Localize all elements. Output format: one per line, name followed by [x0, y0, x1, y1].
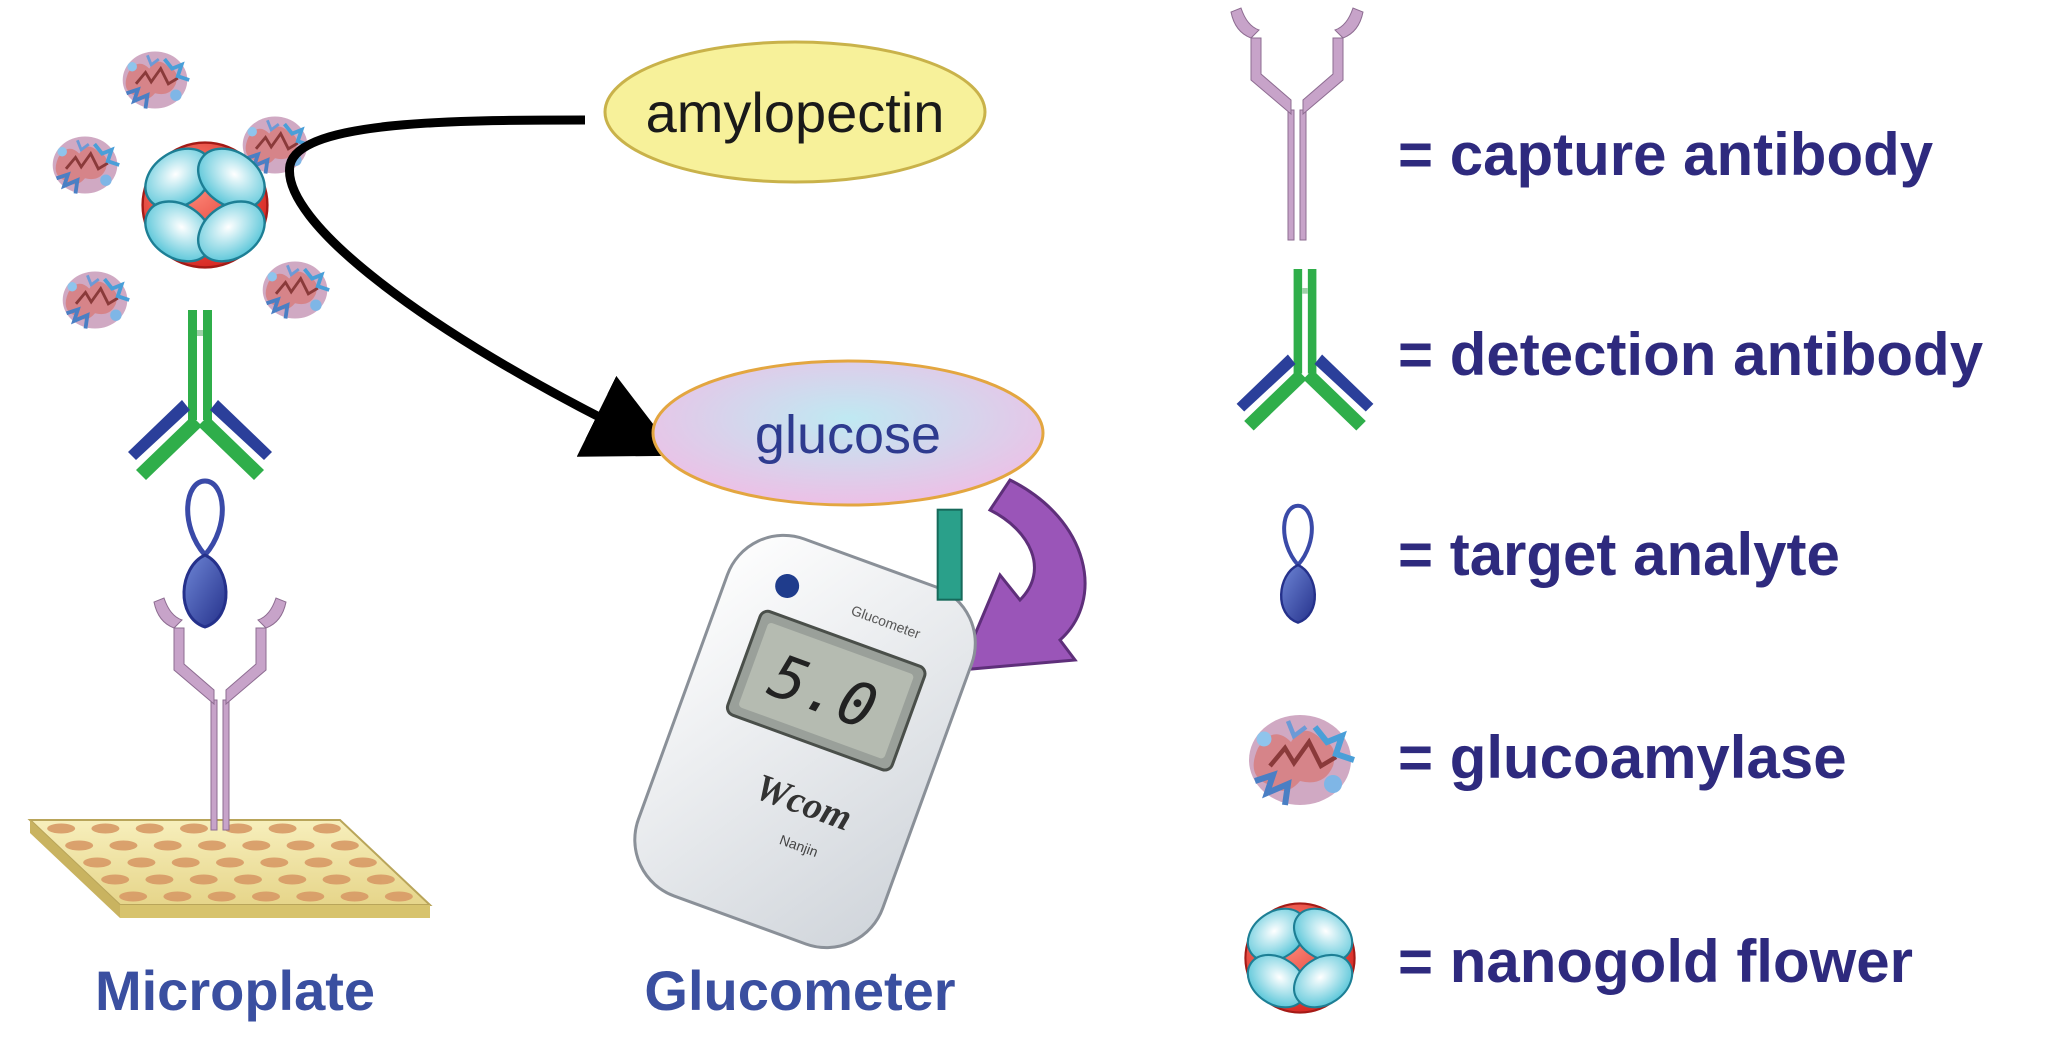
plate-well [83, 857, 112, 868]
plate-well [260, 857, 289, 868]
detection-antibody-icon [1236, 269, 1374, 431]
microplate-assembly [27, 49, 433, 918]
capture-antibody-icon [1230, 7, 1364, 241]
plate-well [171, 857, 200, 868]
plate-well [109, 840, 138, 851]
plate-well [366, 874, 395, 885]
plate-well [135, 823, 164, 834]
glucose-bubble: glucose [651, 359, 1045, 507]
plate-well [286, 840, 315, 851]
legend: = capture antibody = detection antibody … [1230, 7, 1984, 1020]
plate-well [47, 823, 76, 834]
plate-well [180, 823, 208, 834]
microplate-icon [27, 819, 433, 918]
plate-well [330, 840, 359, 851]
plate-well [91, 823, 120, 834]
glucometer-device: Glucometer 5.0 Wcom Nanjin [633, 508, 977, 950]
plate-well [234, 874, 262, 885]
target-analyte-icon [1281, 506, 1315, 623]
amylopectin-label: amylopectin [646, 81, 945, 144]
legend-label-detection: = detection antibody [1398, 321, 1984, 388]
plate-well [322, 874, 351, 885]
capture-antibody [153, 597, 287, 831]
legend-label-analyte: = target analyte [1398, 521, 1840, 588]
plate-well [207, 891, 236, 902]
legend-label-capture: = capture antibody [1398, 121, 1934, 188]
microplate-caption: Microplate [95, 959, 375, 1022]
plate-well [65, 840, 94, 851]
plate-well [296, 891, 325, 902]
plate-well [153, 840, 182, 851]
nanogold-flower-icon [1236, 896, 1364, 1020]
plate-well [242, 840, 271, 851]
glucoamylase-icon [1249, 715, 1354, 805]
plate-well [101, 874, 130, 885]
amylopectin-bubble: amylopectin [603, 40, 987, 184]
detection-antibody [128, 310, 272, 480]
plate-well [224, 823, 253, 834]
plate-well [340, 891, 369, 902]
plate-well [304, 857, 333, 868]
plate-well [127, 857, 156, 868]
plate-well [198, 840, 226, 851]
plate-well [163, 891, 192, 902]
plate-well [189, 874, 218, 885]
plate-well [252, 891, 280, 902]
plate-well [145, 874, 174, 885]
glucometer-caption: Glucometer [644, 959, 955, 1022]
plate-well [216, 857, 244, 868]
plate-well [384, 891, 413, 902]
plate-well [278, 874, 307, 885]
plate-well [268, 823, 297, 834]
legend-label-nanogold: = nanogold flower [1398, 928, 1913, 995]
target-analyte [184, 481, 226, 627]
plate-well [312, 823, 341, 834]
transfer-arrow [957, 478, 1087, 672]
legend-label-glucoamylase: = glucoamylase [1398, 724, 1847, 791]
glucose-label: glucose [755, 405, 941, 465]
plate-well [348, 857, 377, 868]
reaction-arrow [285, 115, 678, 457]
plate-well [119, 891, 148, 902]
